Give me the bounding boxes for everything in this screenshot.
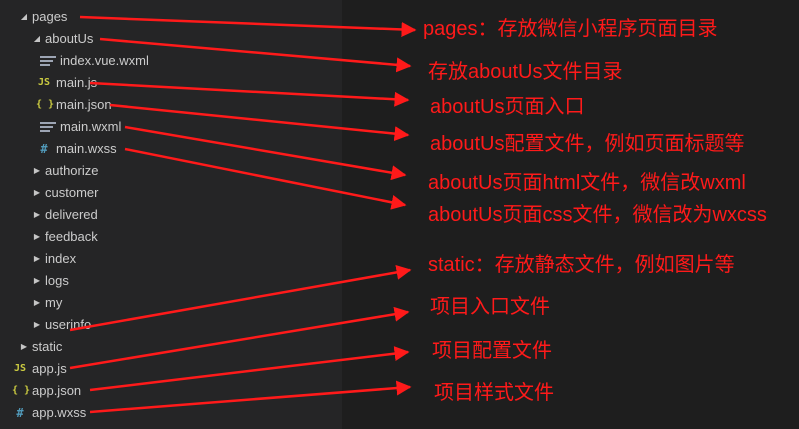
annotation-pages: pages：存放微信小程序页面目录 [423, 18, 718, 40]
folder-label: customer [45, 185, 99, 200]
arrow-main-json [109, 103, 410, 142]
arrow-pages [79, 15, 417, 37]
annotation-main-js: aboutUs页面入口 [430, 96, 585, 118]
folder-authorize[interactable]: ▶ authorize [31, 160, 99, 182]
folder-pages[interactable]: ◢ pages [18, 6, 68, 28]
file-main-js[interactable]: JS main.js [36, 72, 97, 94]
arrow-app-js [69, 306, 410, 370]
chevron-right-icon: ▶ [33, 166, 41, 175]
folder-customer[interactable]: ▶ customer [31, 182, 99, 204]
chevron-right-icon: ▶ [33, 188, 41, 197]
arrow-aboutus [99, 37, 412, 73]
annotation-main-wxss: aboutUs页面css文件，微信改为wxcss [428, 204, 767, 226]
file-label: main.js [56, 75, 98, 90]
file-label: app.wxss [32, 405, 87, 420]
annotation-app-json: 项目配置文件 [432, 340, 552, 362]
chevron-right-icon: ▶ [33, 232, 41, 241]
file-app-wxss[interactable]: # app.wxss [12, 402, 86, 424]
arrow-app-wxss [89, 380, 412, 414]
file-label: main.wxss [56, 141, 117, 156]
js-file-icon: JS [13, 363, 27, 374]
chevron-right-icon: ▶ [20, 342, 28, 351]
folder-label: my [45, 295, 63, 310]
chevron-right-icon: ▶ [33, 276, 41, 285]
annotation-app-wxss: 项目样式文件 [434, 382, 554, 404]
file-app-json[interactable]: { } app.json [12, 380, 81, 402]
file-main-json[interactable]: { } main.json [36, 94, 112, 116]
folder-index[interactable]: ▶ index [31, 248, 76, 270]
folder-label: aboutUs [45, 31, 94, 46]
folder-logs[interactable]: ▶ logs [31, 270, 69, 292]
chevron-right-icon: ▶ [33, 254, 41, 263]
folder-aboutus[interactable]: ◢ aboutUs [31, 28, 94, 50]
json-file-icon: { } [12, 385, 31, 396]
file-main-wxss[interactable]: # main.wxss [36, 138, 117, 160]
arrow-app-json [89, 346, 410, 392]
file-index-vue-wxml[interactable]: index.vue.wxml [40, 50, 149, 72]
editor-area [342, 0, 799, 429]
arrow-static [69, 264, 412, 332]
hash-file-icon: # [40, 142, 48, 156]
hash-file-icon: # [16, 406, 24, 420]
folder-label: authorize [45, 163, 99, 178]
folder-label: feedback [45, 229, 98, 244]
chevron-right-icon: ▶ [33, 210, 41, 219]
file-label: main.json [56, 97, 112, 112]
file-explorer: ◢ pages ◢ aboutUs index.vue.wxml JS main… [0, 0, 342, 429]
folder-label: delivered [45, 207, 98, 222]
file-label: main.wxml [60, 119, 122, 134]
file-label: app.js [32, 361, 67, 376]
lines-file-icon [40, 56, 56, 66]
file-main-wxml[interactable]: main.wxml [40, 116, 121, 138]
arrow-main-wxml [124, 125, 407, 181]
annotation-app-js: 项目入口文件 [430, 296, 550, 318]
chevron-down-icon: ◢ [20, 12, 28, 21]
folder-label: static [32, 339, 63, 354]
annotation-aboutus: 存放aboutUs文件目录 [428, 61, 623, 83]
file-label: app.json [32, 383, 82, 398]
file-label: index.vue.wxml [60, 53, 149, 68]
chevron-right-icon: ▶ [33, 320, 41, 329]
annotation-main-json: aboutUs配置文件，例如页面标题等 [430, 133, 745, 155]
folder-label: pages [32, 9, 68, 24]
annotation-main-wxml: aboutUs页面html文件，微信改wxml [428, 172, 746, 194]
arrow-main-js [89, 81, 410, 107]
file-app-js[interactable]: JS app.js [12, 358, 67, 380]
folder-my[interactable]: ▶ my [31, 292, 62, 314]
folder-label: index [45, 251, 77, 266]
lines-file-icon [40, 122, 56, 132]
arrow-main-wxss [124, 147, 407, 210]
folder-delivered[interactable]: ▶ delivered [31, 204, 98, 226]
json-file-icon: { } [36, 99, 55, 110]
js-file-icon: JS [37, 77, 51, 88]
folder-feedback[interactable]: ▶ feedback [31, 226, 98, 248]
chevron-right-icon: ▶ [33, 298, 41, 307]
annotation-static: static：存放静态文件，例如图片等 [428, 254, 735, 276]
folder-static[interactable]: ▶ static [18, 336, 62, 358]
chevron-down-icon: ◢ [33, 34, 41, 43]
folder-label: logs [45, 273, 69, 288]
